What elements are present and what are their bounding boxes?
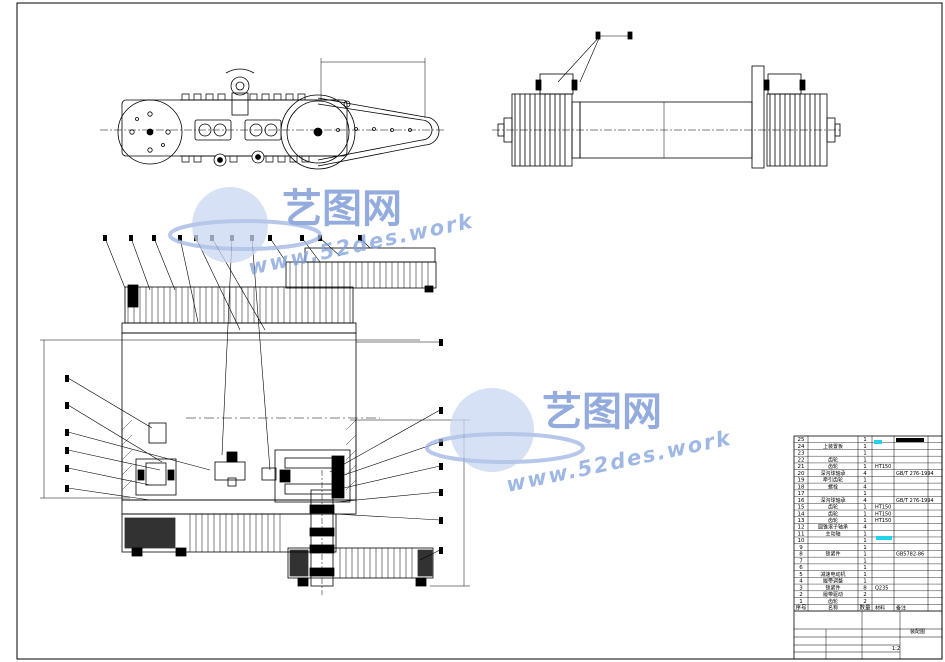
- bom-cell-note: GB5782-86: [896, 552, 924, 558]
- bom-cell-no: 19: [798, 478, 805, 484]
- bom-cell-no: 21: [798, 464, 805, 470]
- track-teeth-top: [181, 93, 306, 100]
- track-teeth-bottom: [181, 156, 310, 163]
- bom-cell-name: 减速电动机: [820, 571, 845, 578]
- bom-cell-material: Q235: [875, 585, 888, 591]
- bom-cell-qty: 1: [863, 518, 867, 524]
- bom-cell-name: 锁紧件: [825, 584, 840, 591]
- bom-cell-qty: 1: [863, 538, 867, 544]
- drawing-frame: [16, 2, 943, 660]
- bom-cell-qty: 1: [863, 545, 867, 551]
- bom-cell-name: 齿轮: [828, 456, 838, 463]
- bom-cell-qty: 2: [863, 592, 867, 598]
- bom-cell-name: 主动轴: [825, 530, 840, 537]
- hatching: [121, 419, 357, 491]
- bom-cell-no: 4: [799, 579, 803, 585]
- bom-cell-name: 锁紧件: [825, 551, 840, 558]
- bom-cell-qty: 1: [863, 572, 867, 578]
- bom-cell-no: 14: [798, 511, 805, 517]
- bom-cell-no: 17: [798, 491, 805, 497]
- bom-cell-name: 齿轮: [828, 517, 838, 524]
- bom-cell-qty: 1: [863, 579, 867, 585]
- bom-cell-qty: 1: [863, 457, 867, 463]
- bom-cell-no: 3: [799, 585, 803, 591]
- bom-cell-material: HT150: [875, 505, 891, 511]
- bom-cell-no: 序号: [795, 604, 807, 612]
- bom-cell-no: 6: [799, 565, 803, 571]
- drawing-title: 装配图: [910, 628, 925, 635]
- bom-cell-qty: 1: [863, 565, 867, 571]
- main-front-view: [40, 247, 470, 595]
- bom-cell-material: HT150: [875, 464, 891, 470]
- bom-cell-name: 齿轮: [828, 463, 838, 470]
- bom-cell-qty: 4: [863, 525, 867, 531]
- bom-cell-name: 履带驱动: [823, 591, 843, 598]
- bom-cell-qty: 1: [863, 464, 867, 470]
- bom-cell-no: 12: [798, 525, 805, 531]
- bom-cell-material: HT150: [875, 518, 891, 524]
- top-right-view: [492, 31, 841, 169]
- bom-cell-qty: 2: [863, 599, 867, 605]
- part-leader-lines: [67, 237, 441, 561]
- bom-cell-qty: 1: [863, 511, 867, 517]
- bom-cell-no: 11: [798, 531, 805, 537]
- bom-cell-no: 20: [798, 471, 805, 477]
- bom-cell-name: 名称: [828, 605, 838, 612]
- bom-cell-name: 上装置板: [823, 443, 843, 450]
- bom-cell-qty: 1: [863, 437, 867, 443]
- bom-cell-qty: 1: [863, 478, 867, 484]
- bom-cell-no: 24: [798, 444, 805, 450]
- bom-cell-qty: 4: [863, 471, 867, 477]
- bom-cell-no: 10: [798, 538, 805, 544]
- bom-cell-qty: 1: [863, 531, 867, 537]
- bom-cell-name: 齿轮: [828, 510, 838, 517]
- bom-cell-name: 圆锥滚子轴承: [818, 524, 848, 531]
- bom-cell-qty: 1: [863, 491, 867, 497]
- bom-cell-no: 5: [799, 572, 803, 578]
- bom-cell-qty: 1: [863, 558, 867, 564]
- bom-cell-no: 7: [799, 558, 803, 564]
- bom-cell-note: 备注: [896, 605, 906, 612]
- bom-cell-no: 15: [798, 505, 805, 511]
- bom-cell-no: 2: [799, 592, 803, 598]
- bom-cell-name: 深沟球轴承: [820, 497, 845, 504]
- bom-cell-name: 履带调整: [823, 578, 843, 585]
- upper-gear-teeth: [127, 287, 351, 323]
- bom-cell-name: 齿轮: [828, 504, 838, 511]
- bom-cell-no: 22: [798, 457, 805, 463]
- bom-cell-name: 齿轮: [828, 598, 838, 605]
- bom-cell-no: 9: [799, 545, 803, 551]
- bom-cell-name: 牵引齿轮: [823, 477, 843, 484]
- bom-cell-qty: 1: [863, 552, 867, 558]
- bom-cell-qty: 4: [863, 484, 867, 490]
- bom-cell-no: 8: [799, 552, 803, 558]
- bom-cell-name: 深沟球轴承: [820, 470, 845, 477]
- watermark-cn-middle: 艺图网: [542, 389, 662, 435]
- bom-cell-note: GB/T 276-1994: [896, 471, 934, 477]
- bom-cell-no: 18: [798, 484, 805, 490]
- bom-cell-material: HT150: [875, 511, 891, 517]
- bom-cell-qty: 8: [863, 585, 867, 591]
- watermark-cn-top: 艺图网: [282, 186, 402, 232]
- bom-cell-name: 螺栓: [828, 483, 838, 490]
- bom-cell-note: GB/T 276-1994: [896, 498, 934, 504]
- top-left-view: [100, 58, 445, 170]
- bom-cell-qty: 4: [863, 498, 867, 504]
- bom-cell-qty: 1: [863, 444, 867, 450]
- bom-cell-qty: 1: [863, 451, 867, 457]
- bom-cell-no: 16: [798, 498, 805, 504]
- bom-cell-no: 13: [798, 518, 805, 524]
- bom-cell-no: 1: [799, 599, 803, 605]
- bom-cell-qty: 1: [863, 505, 867, 511]
- watermark-middle: 艺图网 www.52des.work: [425, 388, 734, 497]
- bom-cell-qty: 数量: [859, 604, 871, 612]
- bom-cell-material: 材料: [875, 605, 885, 612]
- bom-cell-no: 25: [798, 437, 805, 443]
- drawing-scale: 1:2: [892, 646, 900, 652]
- bom-cell-no: 23: [798, 451, 805, 457]
- watermark-top: 艺图网 www.52des.work: [168, 186, 476, 280]
